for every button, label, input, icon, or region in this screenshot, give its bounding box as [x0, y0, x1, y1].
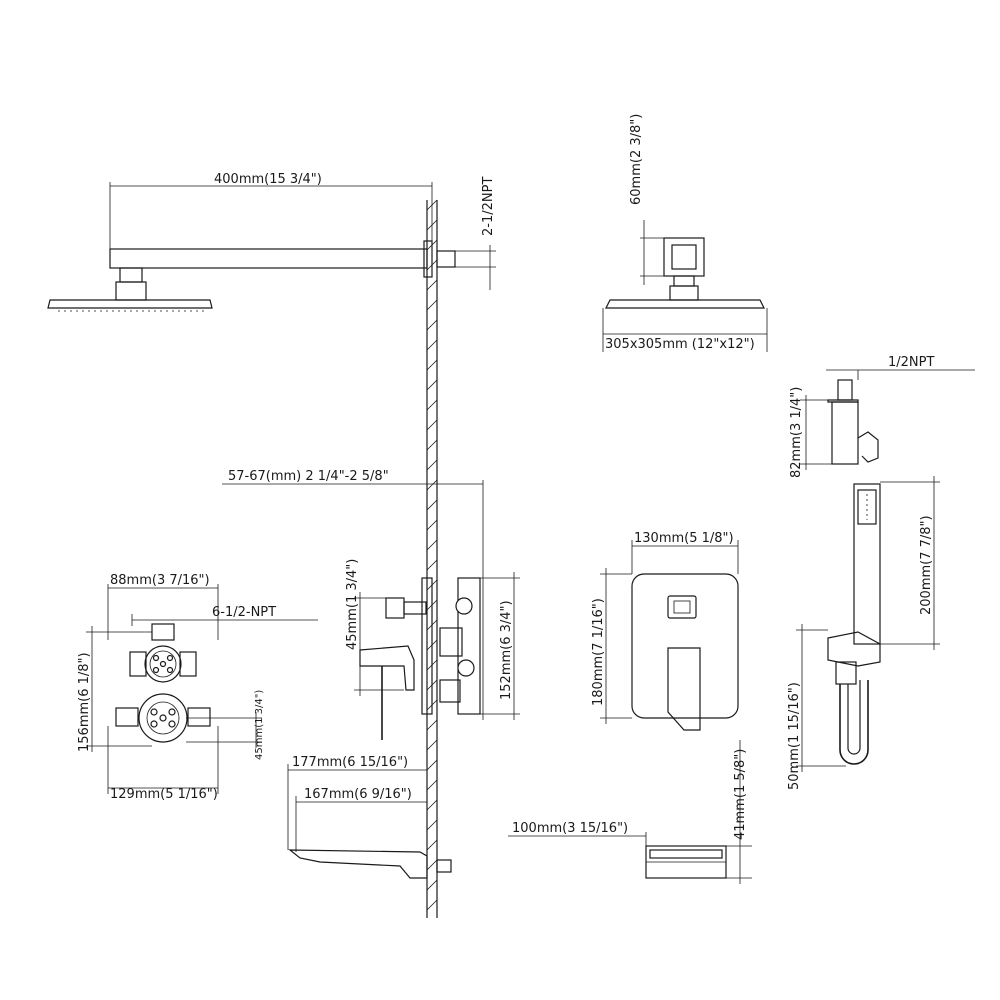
- rough-in-valve-front: 88mm(3 7/16") 6-1/2-NPT 156mm(6 1/8") 45…: [77, 573, 318, 802]
- valve-side-view: 152mm(6 3/4") 45mm(1 3/4"): [345, 559, 520, 740]
- shower-arm-side-view: [47, 240, 456, 312]
- valve-thread-label: 6-1/2-NPT: [212, 605, 276, 620]
- head-offset-label: 60mm(2 3/8"): [629, 114, 644, 205]
- wall-depth-label: 57-67(mm) 2 1/4"-2 5/8": [228, 469, 389, 484]
- holder-thread-label: 1/2NPT: [888, 355, 934, 370]
- spout-41-label: 41mm(1 5/8"): [733, 749, 748, 840]
- tub-spout-front: 100mm(3 15/16") 41mm(1 5/8"): [508, 740, 752, 884]
- spout-167-label: 167mm(6 9/16"): [304, 787, 412, 802]
- hand-length-label: 200mm(7 7/8"): [919, 515, 934, 615]
- hose-50-label: 50mm(1 15/16"): [787, 682, 802, 790]
- shower-head-front-view: 305x305mm (12"x12") 60mm(2 3/8"): [602, 114, 768, 352]
- arm-length-label: 400mm(15 3/4"): [214, 172, 322, 187]
- spout-front-label: 100mm(3 15/16"): [512, 821, 628, 836]
- valve-45-small-label: 45mm(1 3/4"): [254, 690, 265, 760]
- valve-base-label: 129mm(5 1/16"): [110, 787, 218, 802]
- holder-height-label: 82mm(3 1/4"): [789, 387, 804, 478]
- valve-width-label: 88mm(3 7/16"): [110, 573, 210, 588]
- tub-spout-side: 177mm(6 15/16") 167mm(6 9/16"): [287, 755, 452, 879]
- arm-thread-label: 2-1/2NPT: [481, 177, 496, 236]
- valve-body-152-label: 152mm(6 3/4"): [499, 600, 514, 700]
- plate-height-label: 180mm(7 1/16"): [591, 598, 606, 706]
- trim-plate-front: 130mm(5 1/8") 180mm(7 1/16"): [591, 531, 739, 731]
- hand-shower: 200mm(7 7/8") 50mm(1 15/16"): [787, 476, 940, 790]
- spout-177-label: 177mm(6 15/16"): [292, 755, 408, 770]
- hand-shower-holder: 1/2NPT 82mm(3 1/4"): [789, 355, 975, 478]
- plate-width-label: 130mm(5 1/8"): [634, 531, 734, 546]
- valve-height-label: 156mm(6 1/8"): [77, 652, 92, 752]
- wall: [426, 199, 438, 918]
- arm-thread-dimension: 2-1/2NPT: [455, 177, 496, 290]
- wall-depth-dimension: 57-67(mm) 2 1/4"-2 5/8": [222, 469, 484, 720]
- valve-45-label: 45mm(1 3/4"): [345, 559, 360, 650]
- arm-length-dimension: 400mm(15 3/4"): [109, 172, 433, 249]
- head-size-label: 305x305mm (12"x12"): [605, 337, 755, 352]
